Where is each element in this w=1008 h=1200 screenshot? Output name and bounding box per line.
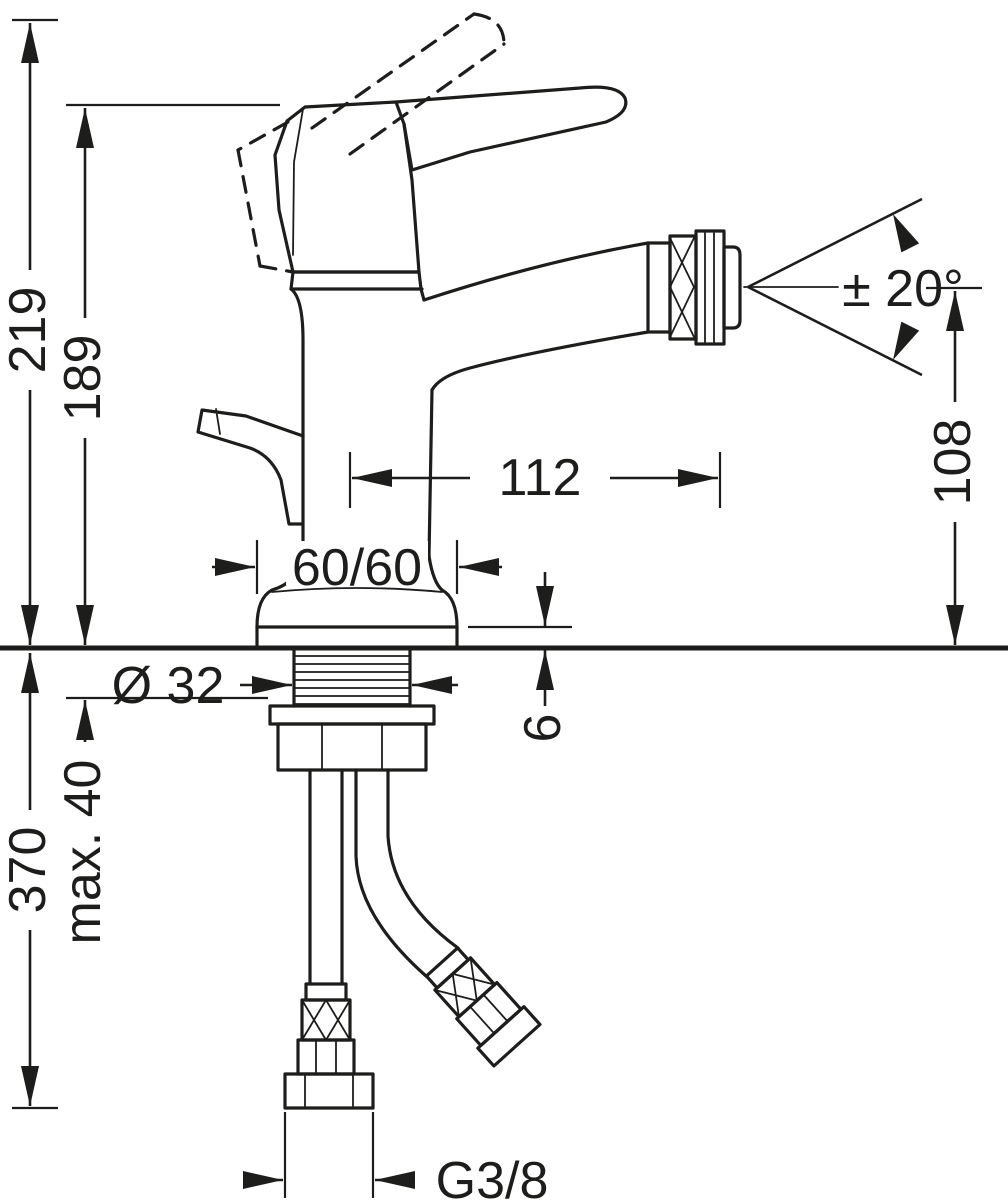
dim-handle-height: 189 [54,103,280,645]
dim-outlet-height-label: 108 [924,419,982,506]
dim-hole-diameter: Ø 32 [112,657,458,715]
mounting-nut [268,704,436,772]
threaded-shank [292,648,412,708]
angle-arrow-down-icon [893,321,920,360]
body [289,270,434,558]
dim-rosette-height: 6 [468,572,572,742]
hose-connector-angled [424,946,542,1068]
lever [394,85,628,172]
dim-swivel-angle: ± 20° [743,197,964,377]
spout [422,241,650,392]
dim-max-thickness: max. 40 [54,696,268,945]
lever-raised-dashed [236,12,506,274]
faucet-outline [196,12,742,1110]
dim-base-plate-label: 60/60 [292,539,422,597]
handle [273,100,421,274]
dim-swivel-angle-label: ± 20° [842,260,964,318]
dim-rosette-height-label: 6 [514,714,572,743]
dim-max-thickness-label: max. 40 [54,760,112,945]
dim-below-deck: 370 [0,653,58,1110]
dim-spout-reach-label: 112 [499,449,582,507]
aerator [646,229,742,346]
dim-total-height: 219 [0,18,58,645]
dim-handle-height-label: 189 [54,335,112,422]
dim-total-height-label: 219 [0,287,57,374]
dim-hole-diameter-label: Ø 32 [112,657,225,715]
dim-connection-thread: G3/8 [243,1112,548,1200]
supply-hoses [308,768,460,986]
dim-below-deck-label: 370 [0,827,57,914]
dim-spout-reach: 112 [348,449,722,508]
dim-outlet-height: 108 [924,286,982,645]
pull-rod [196,408,305,526]
dim-base-plate: 60/60 [212,539,502,597]
dim-connection-thread-label: G3/8 [436,1152,549,1200]
hose-connector-straight [283,982,375,1110]
angle-arrow-up-icon [893,214,920,253]
